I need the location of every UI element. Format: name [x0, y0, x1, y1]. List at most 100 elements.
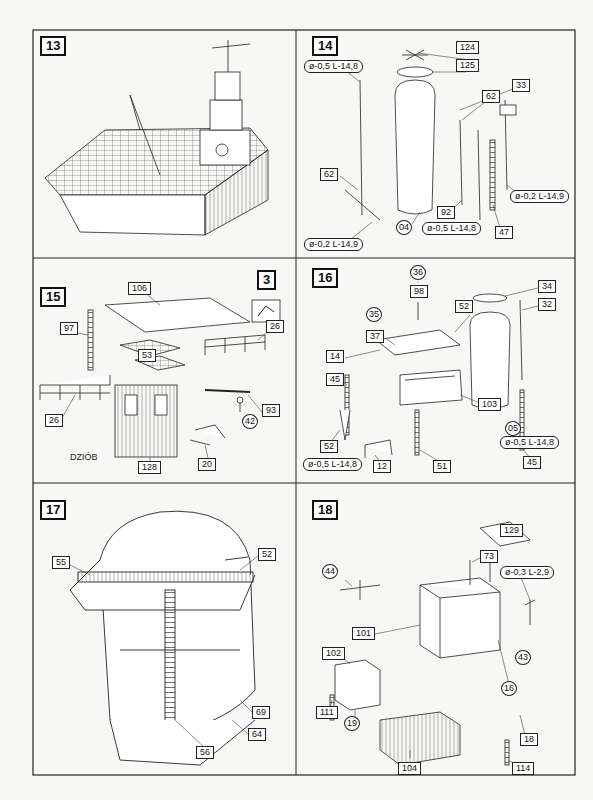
callout-number: 45	[523, 456, 541, 469]
callout-number: 128	[138, 461, 161, 474]
callout-text: 12	[377, 461, 387, 471]
step-number: 16	[312, 268, 338, 288]
callout-text: 56	[200, 747, 210, 757]
step-number: 17	[40, 500, 66, 520]
callout-text: 102	[326, 648, 341, 658]
callout-text: 55	[56, 557, 66, 567]
callout-number: 111	[316, 706, 338, 719]
callout-text: 34	[542, 281, 552, 291]
callout-number: 37	[366, 330, 384, 343]
callout-text: 73	[484, 551, 494, 561]
callout-number: 104	[398, 762, 421, 775]
callout-number: 52	[320, 440, 338, 453]
callout-text: 114	[516, 763, 530, 773]
callout-number: 52	[258, 548, 276, 561]
callout-text: 20	[202, 459, 212, 469]
callout-text: 128	[142, 462, 157, 472]
callout-text: 04	[399, 222, 409, 232]
callout-text: 26	[49, 415, 59, 425]
dimension-box: ø-0,3 L-2,9	[500, 566, 554, 579]
callout-number: 20	[198, 458, 216, 471]
callout-text: 92	[441, 207, 451, 217]
callout-text: 16	[318, 270, 332, 285]
callout-text: 62	[324, 169, 334, 179]
callout-number: 12	[373, 460, 391, 473]
label-text: DZIÓB	[70, 452, 98, 462]
callout-circle: 42	[242, 414, 258, 429]
callout-text: 15	[46, 289, 60, 304]
callout-text: ø-0,5 L-14,8	[308, 459, 357, 469]
callout-number: 14	[326, 350, 344, 363]
callout-circle: 05	[505, 421, 521, 436]
callout-text: 97	[64, 323, 74, 333]
callout-text: ø-0,3 L-2,9	[505, 567, 549, 577]
callout-number: 33	[512, 79, 530, 92]
callout-text: 16	[504, 683, 514, 693]
callout-number: 92	[437, 206, 455, 219]
callout-text: ø-0,2 L-14,9	[309, 239, 358, 249]
callout-text: ø-0,5 L-14,8	[505, 437, 554, 447]
dimension-box: ø-0,5 L-14,8	[304, 60, 363, 73]
callout-number: 34	[538, 280, 556, 293]
callout-number: 55	[52, 556, 70, 569]
callout-text: 52	[324, 441, 334, 451]
callout-text: 05	[508, 423, 518, 433]
callout-text: 3	[263, 272, 270, 287]
callout-number: 47	[495, 226, 513, 239]
callout-text: 101	[356, 628, 371, 638]
callout-number: 129	[500, 524, 523, 537]
callout-number: 124	[456, 41, 479, 54]
callout-text: 129	[504, 525, 519, 535]
dimension-box: ø-0,2 L-14,9	[510, 190, 569, 203]
callout-circle: 04	[396, 220, 412, 235]
step-number: 3	[257, 270, 276, 290]
callout-text: 18	[524, 734, 534, 744]
callout-text: 62	[486, 91, 496, 101]
callout-text: 52	[459, 301, 469, 311]
callout-text: 45	[330, 374, 340, 384]
callout-number: 125	[456, 59, 479, 72]
callout-text: ø-0,2 L-14,9	[515, 191, 564, 201]
callout-text: ø-0,5 L-14,8	[309, 61, 358, 71]
callout-text: 124	[460, 42, 475, 52]
callout-text: 43	[518, 652, 528, 662]
callout-text: 35	[369, 309, 379, 319]
dimension-box: ø-0,2 L-14,9	[304, 238, 363, 251]
callout-number: 73	[480, 550, 498, 563]
callout-text: 106	[132, 283, 147, 293]
callout-number: 102	[322, 647, 345, 660]
dimension-box: ø-0,5 L-14,8	[303, 458, 362, 471]
callout-number: 26	[266, 320, 284, 333]
step-number: 15	[40, 287, 66, 307]
callout-number: 114	[512, 762, 534, 775]
callout-text: 42	[245, 416, 255, 426]
callout-text: 111	[320, 707, 334, 717]
callout-text: 52	[262, 549, 272, 559]
callout-number: 26	[45, 414, 63, 427]
callout-text: 45	[527, 457, 537, 467]
callout-number: 52	[455, 300, 473, 313]
callout-text: 47	[499, 227, 509, 237]
callout-number: 18	[520, 733, 538, 746]
callout-number: 64	[248, 728, 266, 741]
callout-circle: 35	[366, 307, 382, 322]
callout-number: 62	[320, 168, 338, 181]
callout-circle: 19	[344, 716, 360, 731]
callout-text: 51	[437, 461, 447, 471]
callout-number: 69	[252, 706, 270, 719]
callout-text: 36	[413, 267, 423, 277]
callout-text: 103	[482, 399, 497, 409]
callout-circle: 44	[322, 564, 338, 579]
callout-text: 17	[46, 502, 60, 517]
step-number: 13	[40, 36, 66, 56]
callout-text: 13	[46, 38, 60, 53]
dimension-box: ø-0,5 L-14,8	[500, 436, 559, 449]
dimension-box: ø-0,5 L-14,8	[422, 222, 481, 235]
callout-text: 104	[402, 763, 417, 773]
note-label: DZIÓB	[70, 452, 98, 462]
callout-number: 45	[326, 373, 344, 386]
step-number: 14	[312, 36, 338, 56]
callout-text: 53	[142, 350, 152, 360]
callout-number: 101	[352, 627, 375, 640]
